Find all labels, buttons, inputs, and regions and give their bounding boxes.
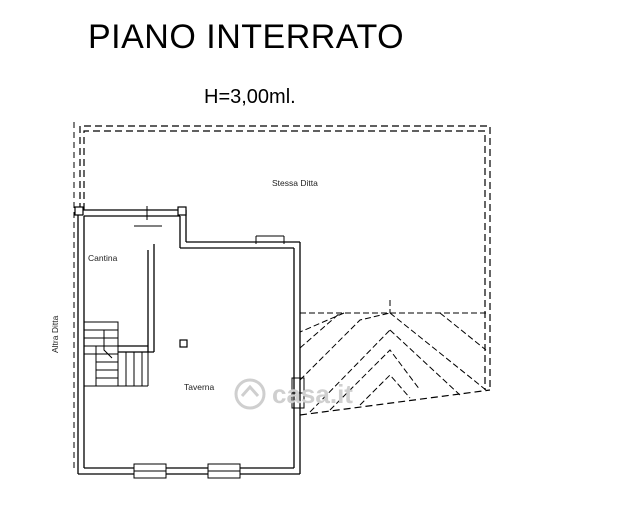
watermark-text: casa.it [272, 379, 353, 409]
windows [133, 463, 241, 479]
columns [74, 206, 188, 348]
watermark-house-icon [234, 378, 266, 410]
walls [77, 209, 301, 475]
wall-openings [134, 206, 285, 244]
watermark-logo: casa.it [234, 378, 353, 410]
ramp-chevrons [299, 300, 487, 415]
ceiling-height-note: H=3,00ml. [204, 86, 296, 108]
label-stessa-ditta: Stessa Ditta [272, 178, 318, 188]
staircase [83, 321, 149, 387]
label-taverna: Taverna [184, 382, 215, 392]
label-cantina: Cantina [88, 253, 118, 263]
drawing-title: PIANO INTERRATO [88, 18, 405, 56]
side-opening [291, 377, 305, 409]
property-boundary [79, 125, 491, 416]
label-altra-ditta: Altra Ditta [50, 315, 60, 353]
